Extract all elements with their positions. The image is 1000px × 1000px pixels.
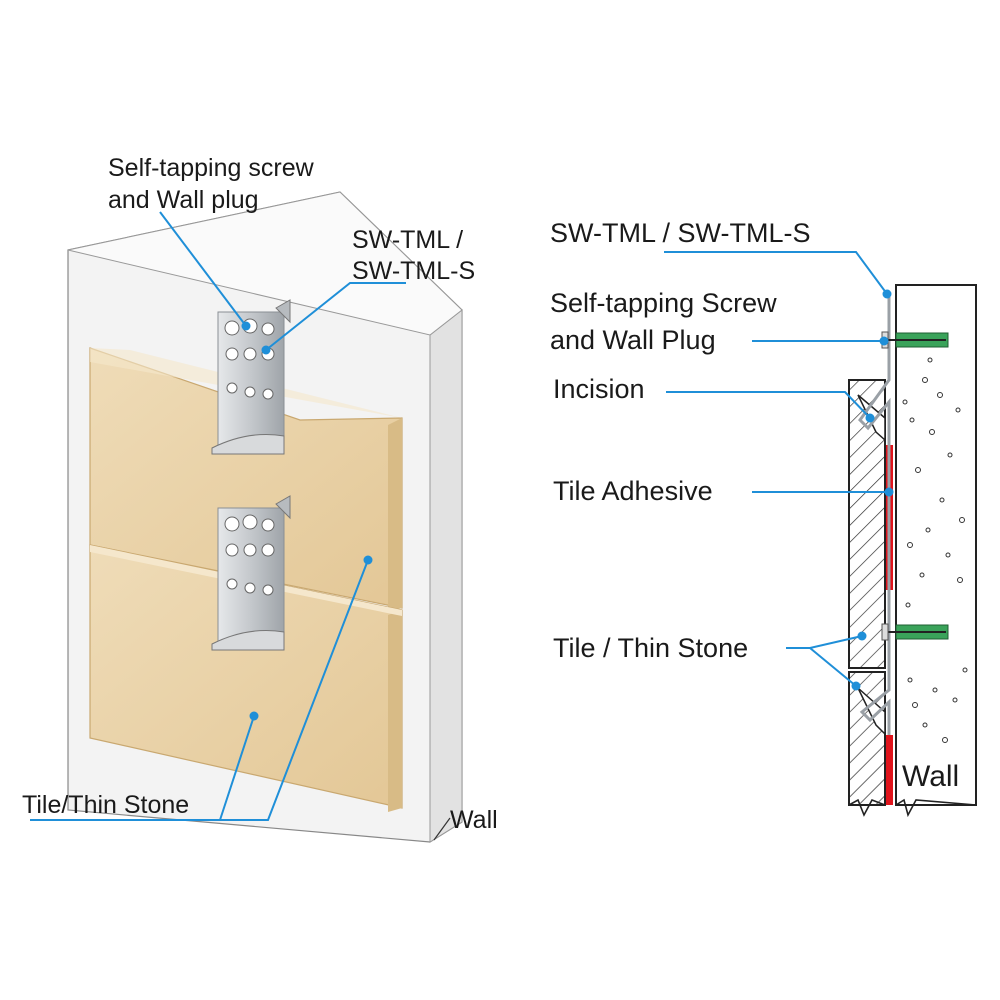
left-wall-label: Wall [450,806,498,834]
right-tile-leader-lower [809,647,857,687]
right-adhesive-leader-dot [884,487,894,497]
right-screw-label-line1: Self-tapping Screw [550,288,777,318]
left-tile-leader-upper [30,559,369,821]
right-tile-label: Tile / Thin Stone [553,633,748,663]
left-tile-leader-lower [219,715,255,821]
section-screw-upper [881,331,949,349]
left-tile-leader-dot-upper [363,555,373,565]
left-tile-label: Tile/Thin Stone [22,791,189,819]
section-tile-lower [848,671,886,817]
left-screw-label-line2: and Wall plug [108,186,259,214]
adhesive-layer-lower [885,735,893,805]
section-tile-upper [848,379,886,669]
left-tile-leader-dot-lower [249,711,259,721]
section-clip-profile [858,295,891,735]
right-clip-leader-dot [882,289,892,299]
right-wall-label: Wall [902,760,959,793]
left-clip-label-line2: SW-TML-S [352,257,475,285]
right-incision-leader [666,391,871,419]
right-incision-label: Incision [553,374,645,404]
right-tile-leader-dot-lower [851,681,861,691]
right-adhesive-label: Tile Adhesive [553,476,713,506]
left-screw-leader [159,211,247,327]
right-incision-leader-dot [865,413,875,423]
right-screw-label-line2: and Wall Plug [550,325,716,355]
left-screw-leader-dot [241,321,251,331]
left-clip-leader [265,282,406,351]
left-wall-tick [433,817,451,841]
right-screw-leader-dot [879,336,889,346]
left-clip-leader-dot [261,345,271,355]
section-screw-lower [881,623,949,641]
right-clip-label: SW-TML / SW-TML-S [550,218,811,248]
lower-clip [211,495,291,651]
upper-clip [211,299,291,455]
left-screw-label-line1: Self-tapping screw [108,154,315,182]
left-clip-label-line1: SW-TML / [352,226,463,254]
right-wall-section [895,284,977,818]
right-tile-leader-dot-upper [857,631,867,641]
right-clip-leader [664,251,888,295]
